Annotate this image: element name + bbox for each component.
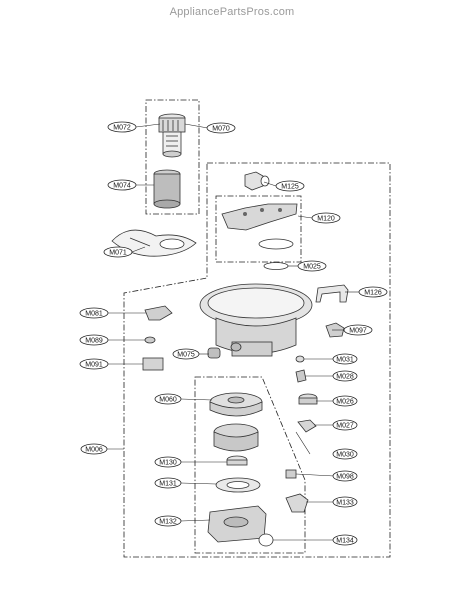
callout-m097: M097 <box>343 324 373 336</box>
callout-m074: M074 <box>107 179 137 191</box>
pump-assembly-boundary <box>194 376 306 554</box>
parts <box>111 113 349 547</box>
gasket-part <box>258 533 274 547</box>
callout-m134: M134 <box>332 534 358 546</box>
svg-text:M131: M131 <box>159 481 177 488</box>
callout-m025: M025 <box>297 260 327 272</box>
mesh-filter-part <box>153 169 181 209</box>
svg-text:M125: M125 <box>281 184 299 191</box>
sump-housing-part <box>199 283 313 357</box>
callout-m098: M098 <box>332 470 358 482</box>
callout-m132: M132 <box>154 515 182 527</box>
pump-cover-part <box>215 477 261 493</box>
callout-m070: M070 <box>206 122 236 134</box>
callout-m028: M028 <box>332 370 358 382</box>
callout-m027: M027 <box>332 419 358 431</box>
svg-text:M134: M134 <box>336 538 354 545</box>
svg-text:M133: M133 <box>336 500 354 507</box>
connector-part <box>142 357 164 371</box>
svg-text:M070: M070 <box>212 126 230 133</box>
small-clip-part <box>285 469 297 479</box>
svg-text:M081: M081 <box>85 311 103 318</box>
svg-text:M060: M060 <box>159 397 177 404</box>
svg-text:M031: M031 <box>336 357 354 364</box>
callout-m120: M120 <box>311 212 341 224</box>
lower-spray-arm-part <box>221 203 298 250</box>
motor-part <box>209 392 263 417</box>
svg-text:M025: M025 <box>303 264 321 271</box>
svg-text:M132: M132 <box>159 519 177 526</box>
bracket-part <box>315 284 349 303</box>
callout-m071: M071 <box>103 246 133 258</box>
callout-m072: M072 <box>107 121 137 133</box>
impeller-housing-part <box>213 423 259 452</box>
coupler-part <box>207 347 221 359</box>
spray-arm-hub-part <box>244 171 270 191</box>
svg-text:M091: M091 <box>85 362 103 369</box>
sump-assembly-boundary <box>123 162 391 558</box>
callout-m130: M130 <box>154 456 182 468</box>
svg-text:M006: M006 <box>85 447 103 454</box>
svg-text:M097: M097 <box>349 328 367 335</box>
motor-cap-part <box>298 393 318 405</box>
pump-body-part <box>207 505 267 543</box>
filter-assembly-boundary <box>145 99 200 215</box>
fine-filter-plate-part <box>111 229 197 257</box>
svg-text:M126: M126 <box>364 290 382 297</box>
svg-text:M030: M030 <box>336 452 354 459</box>
callout-m126: M126 <box>358 286 388 298</box>
callouts: M072 M070 M074 M071 M125 M120 M025 M126 <box>79 121 388 546</box>
callout-m125: M125 <box>275 180 305 192</box>
valve-part <box>295 369 307 383</box>
svg-text:M026: M026 <box>336 399 354 406</box>
impeller-part <box>226 455 248 466</box>
svg-text:M075: M075 <box>177 352 195 359</box>
callout-m026: M026 <box>332 395 358 407</box>
nut-part <box>295 355 305 363</box>
filter-cap-part <box>158 113 186 158</box>
svg-text:M071: M071 <box>109 250 127 257</box>
callout-m131: M131 <box>154 477 182 489</box>
svg-text:M072: M072 <box>113 125 131 132</box>
svg-text:M074: M074 <box>113 183 131 190</box>
callout-m133: M133 <box>332 496 358 508</box>
svg-text:M027: M027 <box>336 423 354 430</box>
spray-arm-assembly-boundary <box>215 195 302 263</box>
callout-m006: M006 <box>80 443 108 455</box>
svg-text:M028: M028 <box>336 374 354 381</box>
callout-m075: M075 <box>172 348 200 360</box>
svg-text:M098: M098 <box>336 474 354 481</box>
svg-text:M120: M120 <box>317 216 335 223</box>
svg-text:M130: M130 <box>159 460 177 467</box>
leader-lines <box>107 123 360 541</box>
callout-m060: M060 <box>154 393 182 405</box>
sensor-part <box>144 305 173 321</box>
callout-m030: M030 <box>332 448 358 460</box>
elbow-hose-part <box>285 493 309 513</box>
seal-ring-part <box>263 262 289 270</box>
svg-text:M089: M089 <box>85 338 103 345</box>
assembly-boundaries <box>123 99 391 558</box>
callout-m091: M091 <box>79 358 109 370</box>
guide-part <box>297 419 317 433</box>
callout-m081: M081 <box>79 307 109 319</box>
grommet-part <box>144 336 156 344</box>
watermark: AppliancePartsPros.com <box>169 6 295 18</box>
callout-m031: M031 <box>332 353 358 365</box>
callout-m089: M089 <box>79 334 109 346</box>
